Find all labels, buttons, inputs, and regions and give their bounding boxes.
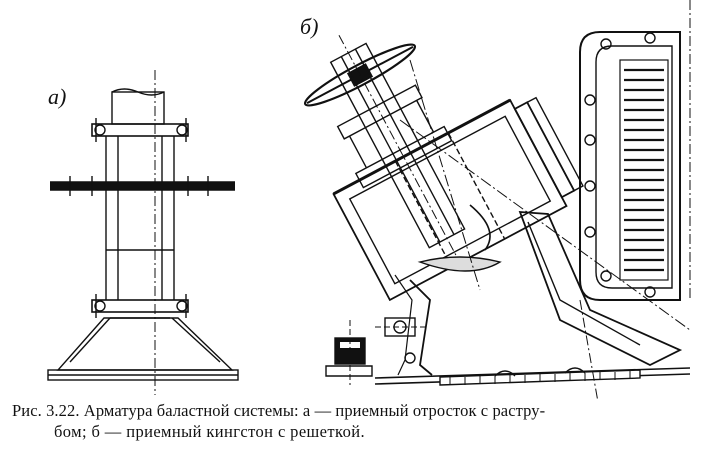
suction-branch-drawing xyxy=(47,70,239,395)
panel-label-a: а) xyxy=(48,84,67,109)
technical-drawing: а) б) xyxy=(47,0,691,399)
figure-caption: Рис. 3.22. Арматура баластной системы: а… xyxy=(12,400,717,442)
caption-line-2: бом; б — приемный кингстон с решеткой. xyxy=(54,422,365,441)
drawing-canvas xyxy=(47,0,691,399)
caption-line-1: Рис. 3.22. Арматура баластной системы: а… xyxy=(12,401,546,420)
grating-side-view xyxy=(579,0,691,399)
sea-valve-drawing xyxy=(303,0,691,399)
panel-label-b: б) xyxy=(300,14,319,39)
